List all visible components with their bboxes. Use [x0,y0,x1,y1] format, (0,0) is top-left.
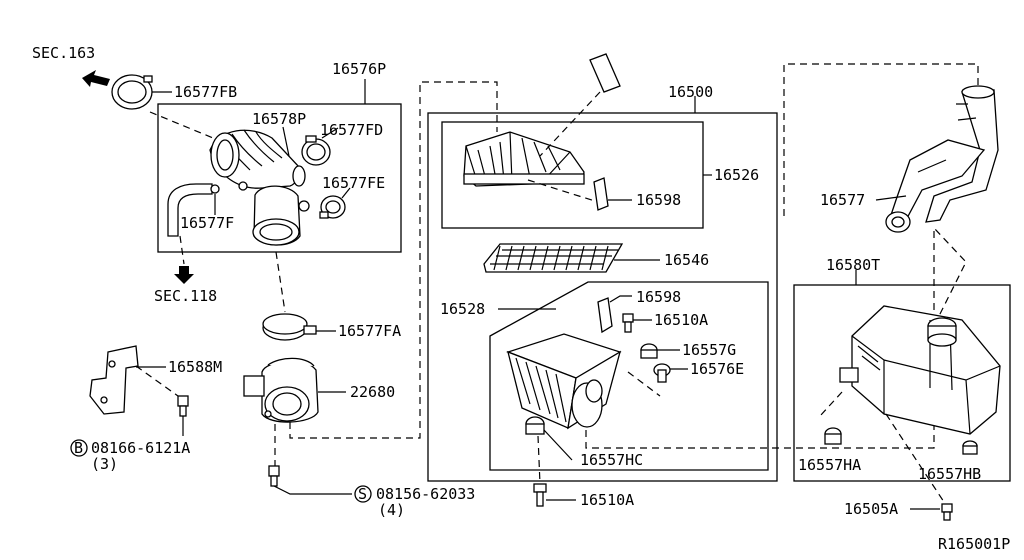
label-16557HC: 16557HC [580,451,643,469]
bushing-16576E [653,363,671,383]
upper-cover-16526 [463,131,585,187]
label-16505A: 16505A [844,500,898,518]
clamp-16577FE [319,195,346,219]
label-08156: 08156-62033 [376,485,475,503]
leader-16577 [875,195,907,201]
label-sec163: SEC.163 [32,44,95,62]
diagram-reference: R165001P [938,535,1010,553]
label-qty3: (3) [91,455,118,473]
resonator-box-16580T [793,284,1011,482]
mount-16557HC [525,416,545,435]
lower-case-16528 [506,333,622,430]
label-16577FE: 16577FE [322,174,385,192]
label-sec118: SEC.118 [154,287,217,305]
leader-16577FD [321,127,339,139]
label-16526: 16526 [714,166,759,184]
dash-bracket-bolt [135,365,179,397]
label-16557HB: 16557HB [918,465,981,483]
label-bolt-s: S [358,485,367,503]
label-16598a: 16598 [636,191,681,209]
label-16577FB: 16577FB [174,83,237,101]
air-cleaner-box-16500 [427,112,778,482]
label-qty4: (4) [378,501,405,519]
leader-16577FE [341,187,351,199]
label-16577FA: 16577FA [338,322,401,340]
dash-case-resonator [585,226,967,449]
filter-element-16546 [483,243,624,273]
bolt-16505A [941,503,953,521]
label-08166: 08166-6121A [91,439,190,457]
label-16510A-a: 16510A [654,311,708,329]
bolt-08166 [177,395,189,417]
label-16576P: 16576P [332,60,386,78]
mount-16557HA [824,427,842,445]
label-16576E: 16576E [690,360,744,378]
leader-16598b [609,295,632,303]
leader-16557HC [543,429,573,461]
dash-duct-clamp [275,251,286,313]
label-16580T: 16580T [826,256,880,274]
label-16500: 16500 [668,83,713,101]
air-duct-16576P [209,129,310,246]
arrow-sec163 [82,70,110,87]
clamp-16577FA [262,313,317,341]
dash-resonator-mount [819,391,843,417]
mount-16557HB [962,440,978,455]
leader-08156 [273,485,352,495]
duct-assembly-box [157,103,402,253]
clip-16598-lower [597,297,613,334]
bracket-16588M [89,345,139,415]
arrow-sec118 [174,266,194,284]
hose-16577F [167,183,220,237]
dash-sticker [539,91,601,157]
dash-clamp-duct [149,111,219,141]
dash-sec118 [179,235,185,265]
inlet-duct-16577 [885,85,999,233]
label-22680: 22680 [350,383,395,401]
label-16577: 16577 [820,191,865,209]
label-16577FD: 16577FD [320,121,383,139]
dash-mount-bolt [537,435,541,485]
label-16557HA: 16557HA [798,456,861,474]
label-16598b: 16598 [636,288,681,306]
bolt-08156 [268,465,280,487]
label-16578P: 16578P [252,110,306,128]
dash-inlet-duct [783,63,979,216]
bolt-s-badge [354,485,372,503]
dash-resonator-bolt [885,413,945,503]
lower-case-box-16528 [489,281,769,471]
resonator-16580T [839,305,1001,435]
dash-cover-clip [527,179,599,203]
label-16588M: 16588M [168,358,222,376]
dash-sensor-aircleaner [289,81,498,439]
label-bolt-b: B [74,439,83,457]
label-16577F: 16577F [180,214,234,232]
clamp-16577FD [301,135,331,166]
bolt-16510A-upper [622,313,634,333]
dash-case-bushing [627,371,661,397]
label-16546: 16546 [664,251,709,269]
clamp-16577FB [111,74,153,110]
bolt-b-badge [70,439,88,457]
leader-16578P [282,126,290,157]
mass-airflow-sensor-22680 [243,357,319,423]
label-16557G: 16557G [682,341,736,359]
clip-16598-upper [593,177,609,211]
label-16510A-b: 16510A [580,491,634,509]
grommet-16557G [640,343,658,359]
label-16528: 16528 [440,300,485,318]
label-sticker [589,53,621,93]
bolt-16510A-lower [533,483,547,507]
